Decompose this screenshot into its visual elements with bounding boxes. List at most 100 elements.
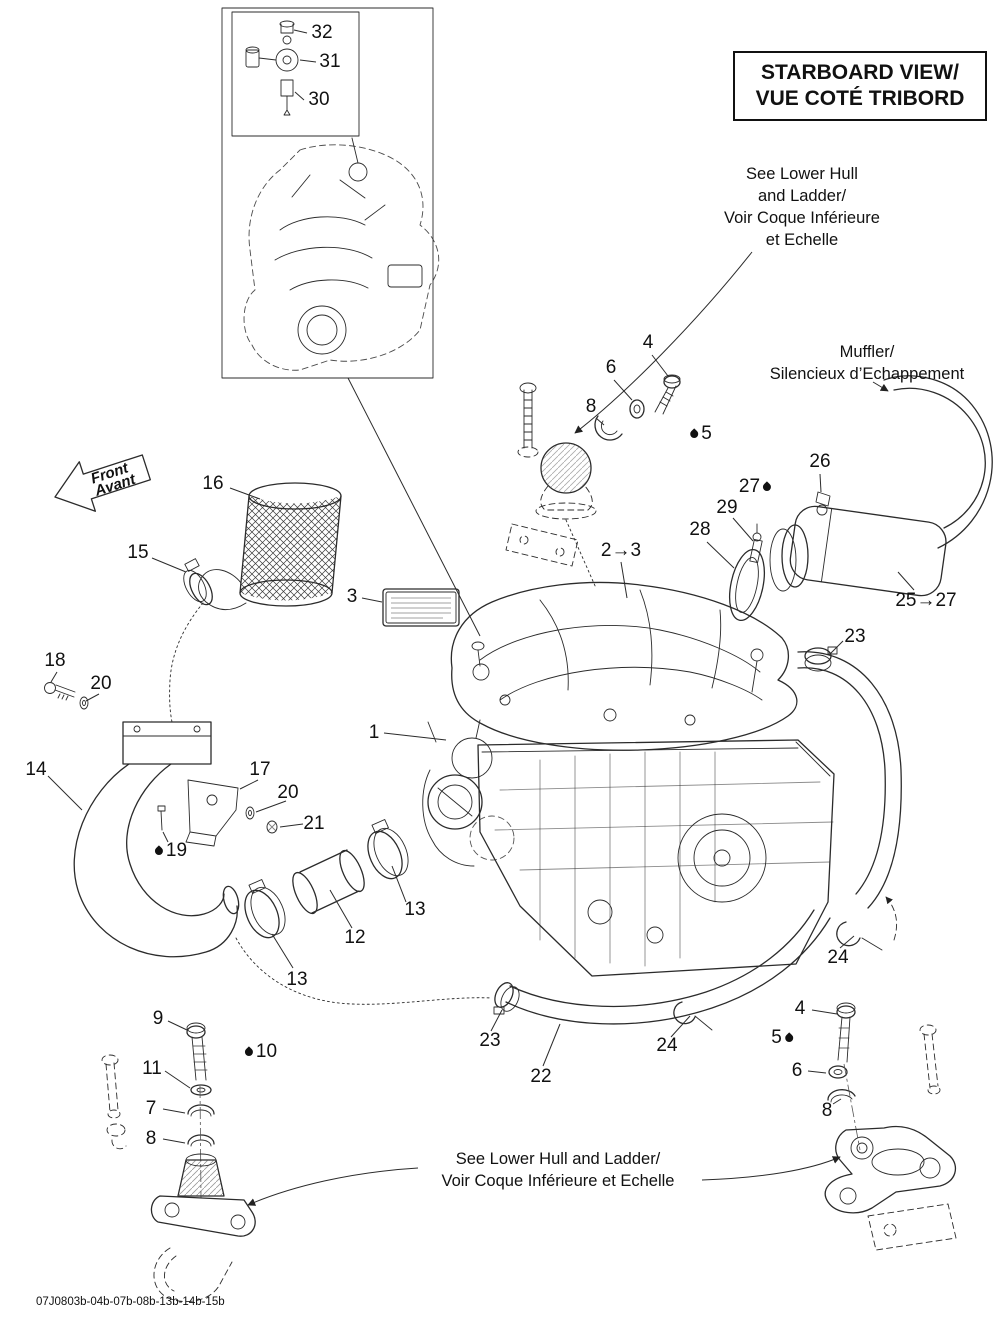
- callout-17: 17: [249, 759, 270, 781]
- view-title-line2: VUE COTÉ TRIBORD: [755, 87, 965, 110]
- note-line: Voir Coque Inférieure et Echelle: [441, 1172, 675, 1190]
- callout-number: 8: [821, 1100, 833, 1121]
- callout-number: 5: [701, 423, 712, 444]
- callout-number: 5: [771, 1027, 782, 1048]
- note-see-lower-hull-top: See Lower Hull and Ladder/ Voir Coque In…: [668, 163, 936, 251]
- callout-8: 8: [586, 396, 597, 418]
- note-muffler: Muffler/ Silencieux d’Echappement: [738, 341, 996, 385]
- callout-6: 6: [792, 1060, 803, 1082]
- loctite-drop-icon: [783, 1032, 795, 1044]
- muffler: [769, 491, 947, 597]
- callout-number: 25→27: [895, 590, 957, 611]
- exhaust-outlet-pipe: [883, 375, 993, 549]
- callout-number: 19: [165, 840, 188, 861]
- callout-14: 14: [25, 759, 46, 781]
- callout-number: 26: [809, 451, 831, 472]
- callout-18: 18: [44, 650, 65, 672]
- callout-number: 30: [308, 89, 330, 110]
- callout-number: 13: [286, 969, 308, 990]
- air-filter: [169, 482, 342, 723]
- callout-27: 27: [738, 476, 773, 498]
- view-title-box: STARBOARD VIEW/ VUE COTÉ TRIBORD: [733, 51, 987, 121]
- callout-5: 5: [688, 423, 712, 445]
- callout-6: 6: [606, 357, 617, 379]
- bolt-18: [44, 682, 89, 710]
- callout-9: 9: [153, 1008, 164, 1030]
- callout-24: 24: [656, 1035, 677, 1057]
- right-engine-mount: [824, 1002, 957, 1251]
- loctite-drop-icon: [688, 428, 700, 440]
- callout-29: 29: [716, 497, 737, 519]
- intake-flange: [122, 721, 212, 765]
- callout-13: 13: [286, 969, 307, 991]
- callout-28: 28: [689, 519, 710, 541]
- callout-24: 24: [827, 947, 848, 969]
- loctite-drop-icon: [761, 481, 773, 493]
- label-plate-3: [382, 588, 460, 627]
- callout-4: 4: [795, 998, 806, 1020]
- bracket-17: [157, 779, 278, 847]
- callout-2-3: 2→3: [601, 540, 641, 562]
- callout-19: 19: [153, 840, 188, 862]
- hose-14: [73, 763, 493, 1005]
- inset-engine-sketch: [243, 137, 481, 637]
- callout-23: 23: [844, 626, 865, 648]
- callout-number: 14: [25, 759, 47, 780]
- carburetors: [422, 719, 515, 867]
- loctite-drop-icon: [153, 845, 165, 857]
- callout-4: 4: [643, 332, 654, 354]
- callout-number: 32: [311, 22, 333, 43]
- callout-number: 9: [152, 1008, 164, 1029]
- callout-number: 4: [794, 998, 806, 1019]
- top-engine-mount: [505, 374, 681, 589]
- callout-number: 15: [127, 542, 149, 563]
- callout-3: 3: [347, 586, 358, 608]
- engine-block: [477, 648, 835, 977]
- callout-number: 16: [202, 473, 224, 494]
- loctite-drop-icon: [243, 1046, 255, 1058]
- front-direction-arrow: Front Avant: [54, 454, 151, 512]
- callout-number: 23: [479, 1030, 501, 1051]
- note-line: Silencieux d’Echappement: [769, 365, 965, 383]
- callout-number: 11: [142, 1058, 162, 1079]
- callout-7: 7: [146, 1098, 157, 1120]
- callout-10: 10: [243, 1041, 278, 1063]
- note-line: Muffler/: [839, 343, 895, 361]
- callout-number: 21: [303, 813, 325, 834]
- callout-number: 1: [368, 722, 380, 743]
- drawing-reference-code: 07J0803b-04b-07b-08b-13b-14b-15b: [36, 1296, 225, 1308]
- callout-1: 1: [369, 722, 380, 744]
- callout-number: 18: [44, 650, 66, 671]
- callout-30: 30: [308, 89, 329, 111]
- callout-number: 28: [689, 519, 711, 540]
- callout-20: 20: [277, 782, 298, 804]
- callout-number: 10: [255, 1041, 278, 1062]
- callout-number: 27: [738, 476, 761, 497]
- callout-number: 8: [145, 1128, 157, 1149]
- callout-25-27: 25→27: [895, 590, 956, 612]
- callout-number: 3: [346, 586, 358, 607]
- callout-8: 8: [822, 1100, 833, 1122]
- callout-number: 6: [605, 357, 617, 378]
- callout-21: 21: [303, 813, 324, 835]
- callout-number: 29: [716, 497, 738, 518]
- left-engine-mount: [101, 1022, 256, 1302]
- callout-number: 6: [791, 1060, 803, 1081]
- callout-number: 24: [656, 1035, 678, 1056]
- note-line: See Lower Hull: [746, 165, 858, 183]
- callout-13: 13: [404, 899, 425, 921]
- muffler-clamp-28-29: [729, 523, 765, 622]
- callout-22: 22: [530, 1066, 551, 1088]
- callout-number: 31: [319, 51, 341, 72]
- callout-32: 32: [311, 22, 332, 44]
- callout-23: 23: [479, 1030, 500, 1052]
- callout-number: 4: [642, 332, 654, 353]
- right-hose-loop: [797, 646, 902, 951]
- callout-16: 16: [202, 473, 223, 495]
- inset-detail-box: [221, 7, 434, 379]
- callout-number: 20: [277, 782, 299, 803]
- callout-12: 12: [344, 927, 365, 949]
- callout-15: 15: [127, 542, 148, 564]
